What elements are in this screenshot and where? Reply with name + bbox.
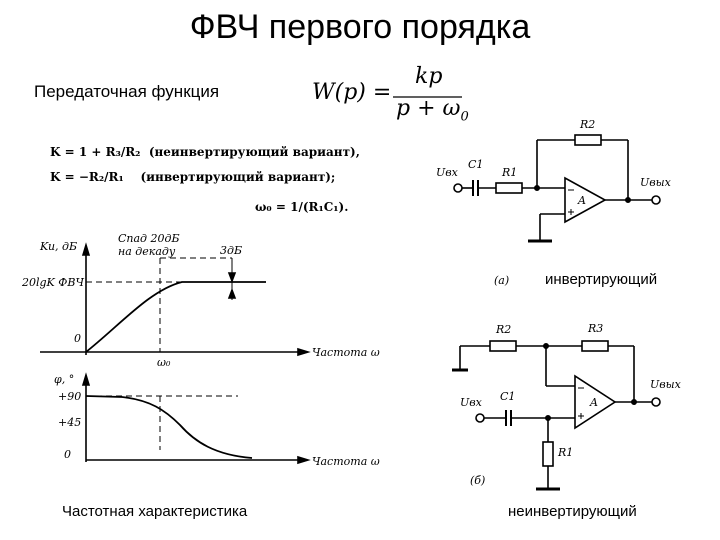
formula-numerator: kp xyxy=(415,64,443,89)
eq2-note: (инвертирующий вариант); xyxy=(140,170,336,184)
circuit-a-input-terminal xyxy=(453,183,463,193)
circuit-a-tag: (а) xyxy=(494,274,510,287)
circuit-a-output-terminal xyxy=(651,195,661,205)
phase-ylabel: φ, ° xyxy=(54,373,75,386)
circuit-a-out-node xyxy=(624,197,631,204)
circuit-b-caption: неинвертирующий xyxy=(508,503,637,520)
amp-slope-note-1: Спад 20дБ xyxy=(118,232,180,245)
circuit-b-uout-label: Uвых xyxy=(650,378,681,391)
page-title: ФВЧ первого порядка xyxy=(189,8,531,46)
phase-curve xyxy=(85,395,253,459)
amplitude-plot xyxy=(40,242,311,357)
circuit-b-input-terminal xyxy=(475,413,485,423)
transfer-function-label: Передаточная функция xyxy=(34,82,220,101)
circuit-a-c1-label: C1 xyxy=(468,158,484,171)
circuit-a-amp-label: A xyxy=(578,194,586,207)
circuit-b-amp-label: A xyxy=(590,396,598,409)
amp-y-arrow xyxy=(81,242,91,256)
eq2-expr: K = −R₂/R₁ xyxy=(50,170,124,184)
amp-curve xyxy=(85,281,266,353)
phase-x-arrow xyxy=(297,455,311,465)
equation-omega0: ω₀ = 1/(R₁C₁). xyxy=(255,200,349,214)
amp-3db-arrow-down xyxy=(227,272,237,284)
circuit-b-r2 xyxy=(489,340,517,352)
circuit-b-r1-label: R1 xyxy=(558,446,574,459)
amp-3db-arrow-up xyxy=(227,287,237,299)
circuit-a-r1-label: R1 xyxy=(502,166,518,179)
circuit-b-r3-label: R3 xyxy=(588,322,604,335)
circuit-b-c1-label: C1 xyxy=(500,390,516,403)
phase-tick-90: +90 xyxy=(58,390,82,403)
phase-xlabel: Частота ω xyxy=(312,455,380,468)
amp-x-arrow xyxy=(297,347,311,357)
amp-zero-label: 0 xyxy=(74,332,81,345)
circuit-a-uout-label: Uвых xyxy=(640,176,671,189)
circuit-b-r3 xyxy=(581,340,609,352)
circuit-b-output-terminal xyxy=(651,397,661,407)
circuit-b-uin-label: Uвх xyxy=(460,396,482,409)
formula-den-text: p + ω xyxy=(396,96,461,121)
amp-ylabel: Ku, дБ xyxy=(40,240,78,253)
circuit-a-r2-label: R2 xyxy=(580,118,596,131)
phase-tick-0: 0 xyxy=(64,448,71,461)
circuit-b-r1 xyxy=(542,441,554,467)
circuit-b-r2-label: R2 xyxy=(496,323,512,336)
amp-3db-label: 3дБ xyxy=(220,244,243,257)
circuit-a-r1 xyxy=(495,182,523,194)
phase-y-arrow xyxy=(81,372,91,386)
formula-denominator: p + ω0 xyxy=(396,96,469,124)
circuit-b-out-node xyxy=(630,398,637,405)
formula-lhs: W(p) = xyxy=(312,80,392,105)
circuit-b-tag: (б) xyxy=(470,474,486,487)
circuit-a-opamp xyxy=(564,176,607,224)
phase-tick-45: +45 xyxy=(58,416,82,429)
formula-den-sub: 0 xyxy=(460,109,469,125)
freq-response-caption: Частотная характеристика xyxy=(62,503,248,520)
amp-slope-note-2: на декаду xyxy=(118,245,176,258)
amp-w0-label: ω₀ xyxy=(157,356,171,369)
equation-inverting: K = −R₂/R₁ (инвертирующий вариант); xyxy=(50,170,335,184)
phase-plot xyxy=(81,372,311,465)
circuit-a-caption: инвертирующий xyxy=(545,271,658,288)
equation-noninverting: K = 1 + R₃/R₂ (неинвертирующий вариант), xyxy=(50,145,360,159)
circuit-noninverting xyxy=(452,340,661,491)
amp-xlabel: Частота ω xyxy=(312,346,380,359)
opamp-signs xyxy=(568,189,584,419)
circuit-b-opamp xyxy=(574,374,617,430)
eq1-note: (неинвертирующий вариант), xyxy=(148,145,360,159)
amp-level-label: 20lgK ФВЧ xyxy=(22,276,84,289)
circuit-a-r2 xyxy=(574,134,602,146)
circuit-inverting xyxy=(453,134,661,243)
circuit-a-uin-label: Uвх xyxy=(436,166,458,179)
eq1-expr: K = 1 + R₃/R₂ xyxy=(50,145,141,159)
